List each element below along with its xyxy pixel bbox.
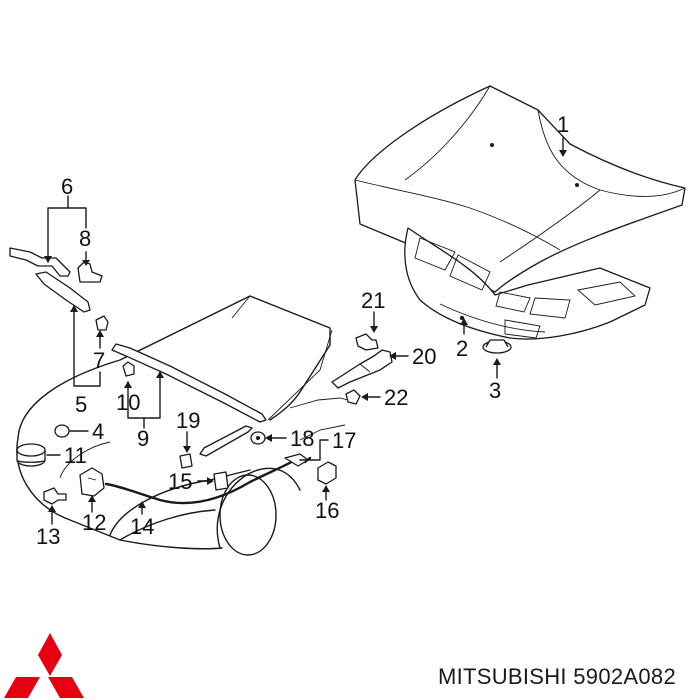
callout-13: 13 (36, 524, 60, 549)
seal-strip-5 (35, 271, 91, 313)
callout-6: 6 (61, 174, 73, 199)
hood-seal-6 (9, 247, 71, 277)
bolt-13 (43, 487, 67, 505)
logo-diamond-right (48, 677, 84, 698)
callout-labels: 1 2 3 4 5 6 7 8 9 10 11 12 13 14 15 16 1… (36, 112, 569, 549)
weatherstrip-9 (111, 343, 267, 423)
brand-name: MITSUBISHI (437, 664, 567, 689)
part-caption: MITSUBISHI 5902A082 (438, 664, 676, 690)
callout-21: 21 (361, 288, 385, 313)
callout-8: 8 (79, 226, 91, 251)
grommet-4 (54, 424, 70, 438)
bolt-15 (213, 471, 229, 491)
callout-10: 10 (116, 390, 140, 415)
callout-2: 2 (456, 336, 468, 361)
callout-16: 16 (315, 498, 339, 523)
callout-12: 12 (82, 510, 106, 535)
callout-4: 4 (92, 419, 104, 444)
bolt-21 (355, 333, 379, 351)
clip-8 (77, 261, 103, 283)
part-number: 5902A082 (573, 664, 676, 689)
clip-10 (122, 361, 135, 377)
callout-18: 18 (290, 426, 314, 451)
logo-diamond-left (4, 677, 40, 698)
callout-7: 7 (93, 348, 105, 373)
brand-logo (4, 633, 84, 698)
callout-17: 17 (332, 428, 356, 453)
hood-panel (354, 85, 686, 293)
bumper-16 (317, 461, 337, 485)
callout-1: 1 (557, 112, 569, 137)
clip-19 (179, 453, 193, 469)
callout-9: 9 (137, 426, 149, 451)
clip-7 (95, 315, 109, 331)
hood-inner-frame (404, 227, 651, 340)
car-body-outline (16, 295, 357, 556)
callout-3: 3 (489, 378, 501, 403)
callout-20: 20 (412, 344, 436, 369)
nut-22 (345, 389, 361, 405)
leader-lines (44, 137, 567, 525)
latch-12 (79, 467, 105, 497)
callout-5: 5 (75, 392, 87, 417)
hood-bumper-3 (482, 339, 512, 354)
callout-14: 14 (130, 514, 154, 539)
callout-19: 19 (176, 408, 200, 433)
callout-22: 22 (384, 385, 408, 410)
grommet-18 (250, 431, 266, 445)
prop-holder-20 (331, 349, 393, 389)
prop-rod-17 (199, 425, 253, 457)
logo-diamond-top (38, 633, 62, 676)
cap-11 (16, 443, 46, 467)
callout-15: 15 (168, 469, 192, 494)
callout-11: 11 (64, 443, 87, 468)
